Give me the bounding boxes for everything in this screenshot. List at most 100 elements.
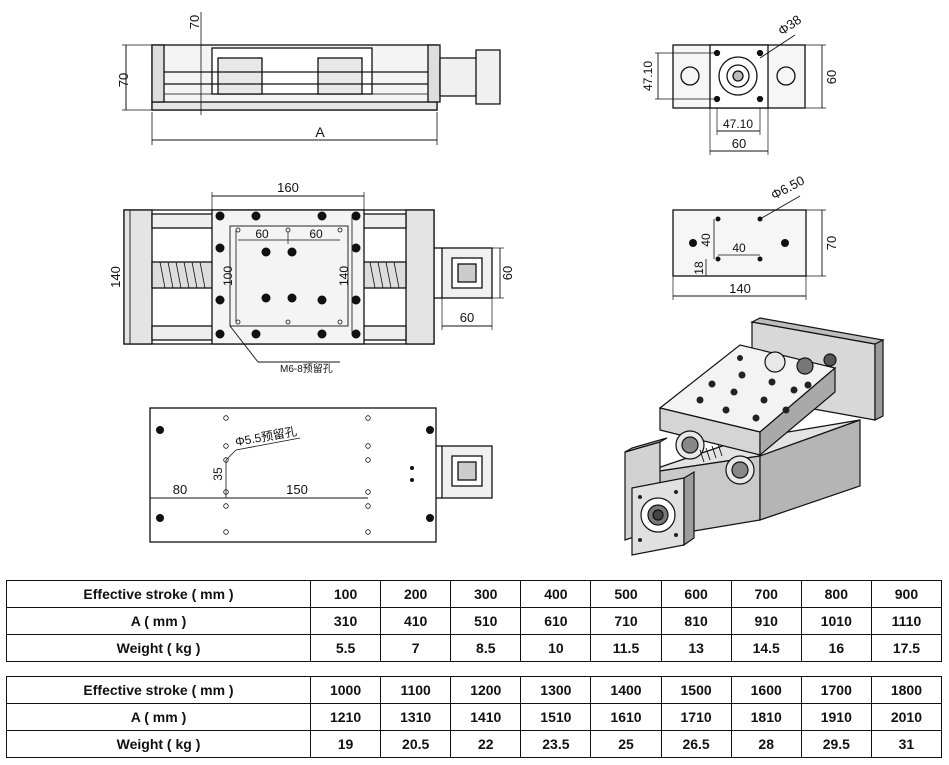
top-view [123,192,504,363]
side-dim-horizontal-40: 40 [732,241,746,255]
table-row: Weight ( kg ) 5.5 7 8.5 10 11.5 13 14.5 … [6,634,943,662]
table-row: Weight ( kg ) 19 20.5 22 23.5 25 26.5 28… [6,730,943,758]
table-cell: 310 [309,607,382,635]
spec-table-strokes-1000-1800: Effective stroke ( mm ) 1000 1100 1200 1… [6,676,943,758]
table-cell: 23.5 [520,730,592,758]
table-cell: 1310 [380,703,452,731]
front-dim-height: 70 [116,73,131,87]
table-cell: 710 [590,607,662,635]
table-cell: 810 [660,607,732,635]
front-dim-top: 70 [187,15,202,29]
row-label: Effective stroke ( mm ) [6,580,311,608]
table-cell: 300 [450,580,522,608]
table-cell: 1500 [660,676,732,704]
table-cell: 14.5 [730,634,802,662]
row-label: A ( mm ) [6,607,311,635]
spec-table-strokes-100-900: Effective stroke ( mm ) 100 200 300 400 … [6,580,943,662]
table-cell: 31 [870,730,943,758]
table-cell: 1410 [450,703,522,731]
table-row: A ( mm ) 310 410 510 610 710 810 910 101… [6,607,943,635]
top-dim-inner-height: 100 [221,266,235,286]
end-view [655,34,826,155]
row-label: A ( mm ) [6,703,311,731]
table-cell: 7 [380,634,452,662]
table-cell: 200 [380,580,452,608]
table-cell: 8.5 [450,634,522,662]
table-cell: 1400 [590,676,662,704]
end-dim-horizontal-offset: 47.10 [723,117,753,131]
table-cell: 22 [450,730,522,758]
table-cell: 100 [309,580,382,608]
technical-drawing: 70 70 A Φ38 47.10 60 47.10 60 [108,12,885,556]
table-cell: 500 [590,580,662,608]
table-cell: 510 [450,607,522,635]
bottom-dim-80: 80 [173,482,187,497]
top-dim-motor-height: 60 [500,266,515,280]
top-dim-hole-spacing-right: 60 [309,227,323,241]
bottom-dim-150: 150 [286,482,308,497]
end-dim-bore: Φ38 [775,12,804,39]
table-cell: 10 [520,634,592,662]
table-row: Effective stroke ( mm ) 1000 1100 1200 1… [6,676,943,704]
bottom-view [149,407,493,543]
table-cell: 29.5 [800,730,872,758]
table-cell: 1810 [730,703,802,731]
side-dim-vertical-40: 40 [699,233,713,247]
side-view [672,195,826,300]
side-dim-width: 140 [729,281,751,296]
side-dim-hole-diameter: Φ6.50 [768,173,807,203]
top-dim-carriage-length: 160 [277,180,299,195]
table-cell: 1600 [730,676,802,704]
table-cell: 1610 [590,703,662,731]
table-cell: 1010 [800,607,872,635]
table-cell: 1100 [380,676,452,704]
table-cell: 17.5 [870,634,943,662]
front-dim-length: A [315,124,325,140]
top-dim-hole-spacing-left: 60 [255,227,269,241]
bottom-dim-35: 35 [211,467,225,481]
row-label: Weight ( kg ) [6,634,311,662]
top-dim-carriage-width: 140 [337,266,351,286]
table-cell: 1910 [800,703,872,731]
table-cell: 19 [309,730,382,758]
table-cell: 410 [380,607,452,635]
table-cell: 25 [590,730,662,758]
side-dim-height: 70 [824,236,839,250]
table-cell: 1800 [870,676,943,704]
top-dim-width: 140 [108,266,123,288]
table-cell: 1210 [309,703,382,731]
end-dim-width: 60 [732,136,746,151]
table-cell: 11.5 [590,634,662,662]
side-dim-edge-18: 18 [692,261,706,275]
table-cell: 26.5 [660,730,732,758]
table-cell: 1300 [520,676,592,704]
table-cell: 16 [800,634,872,662]
end-dim-vertical-offset: 47.10 [641,61,655,91]
isometric-view [624,317,885,556]
top-note-thread-holes: M6-8预留孔 [280,362,333,375]
table-row: Effective stroke ( mm ) 100 200 300 400 … [6,580,943,608]
table-cell: 1110 [870,607,943,635]
table-cell: 1200 [450,676,522,704]
table-cell: 600 [660,580,732,608]
table-row: A ( mm ) 1210 1310 1410 1510 1610 1710 1… [6,703,943,731]
table-cell: 1700 [800,676,872,704]
table-cell: 610 [520,607,592,635]
table-cell: 400 [520,580,592,608]
table-cell: 13 [660,634,732,662]
top-dim-motor-width: 60 [460,310,474,325]
table-cell: 1000 [309,676,382,704]
table-cell: 900 [870,580,943,608]
row-label: Weight ( kg ) [6,730,311,758]
table-cell: 20.5 [380,730,452,758]
table-cell: 800 [800,580,872,608]
table-cell: 1710 [660,703,732,731]
table-cell: 5.5 [309,634,382,662]
table-cell: 700 [730,580,802,608]
row-label: Effective stroke ( mm ) [6,676,311,704]
table-cell: 2010 [870,703,943,731]
table-cell: 910 [730,607,802,635]
table-cell: 28 [730,730,802,758]
front-view [122,12,501,145]
table-cell: 1510 [520,703,592,731]
